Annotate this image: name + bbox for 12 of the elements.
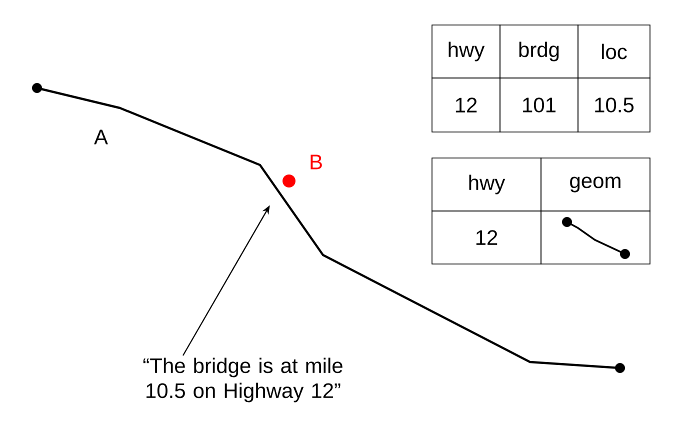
point-label: B	[310, 154, 322, 170]
table-cell: brdg	[500, 24, 578, 78]
table-cell: geom	[540, 158, 650, 212]
table-cell: hwy	[432, 158, 542, 212]
quote-text: “The bridge is at mile 10.5 on Highway 12”	[143, 358, 342, 402]
table-cell: loc	[578, 24, 650, 78]
table-cell: 12	[432, 78, 500, 132]
point-label: A	[94, 130, 108, 144]
table-cell: hwy	[432, 24, 500, 78]
table-cell: 10.5	[578, 78, 650, 132]
table-cell: 101	[500, 78, 578, 132]
table-cell: 12	[432, 210, 542, 264]
